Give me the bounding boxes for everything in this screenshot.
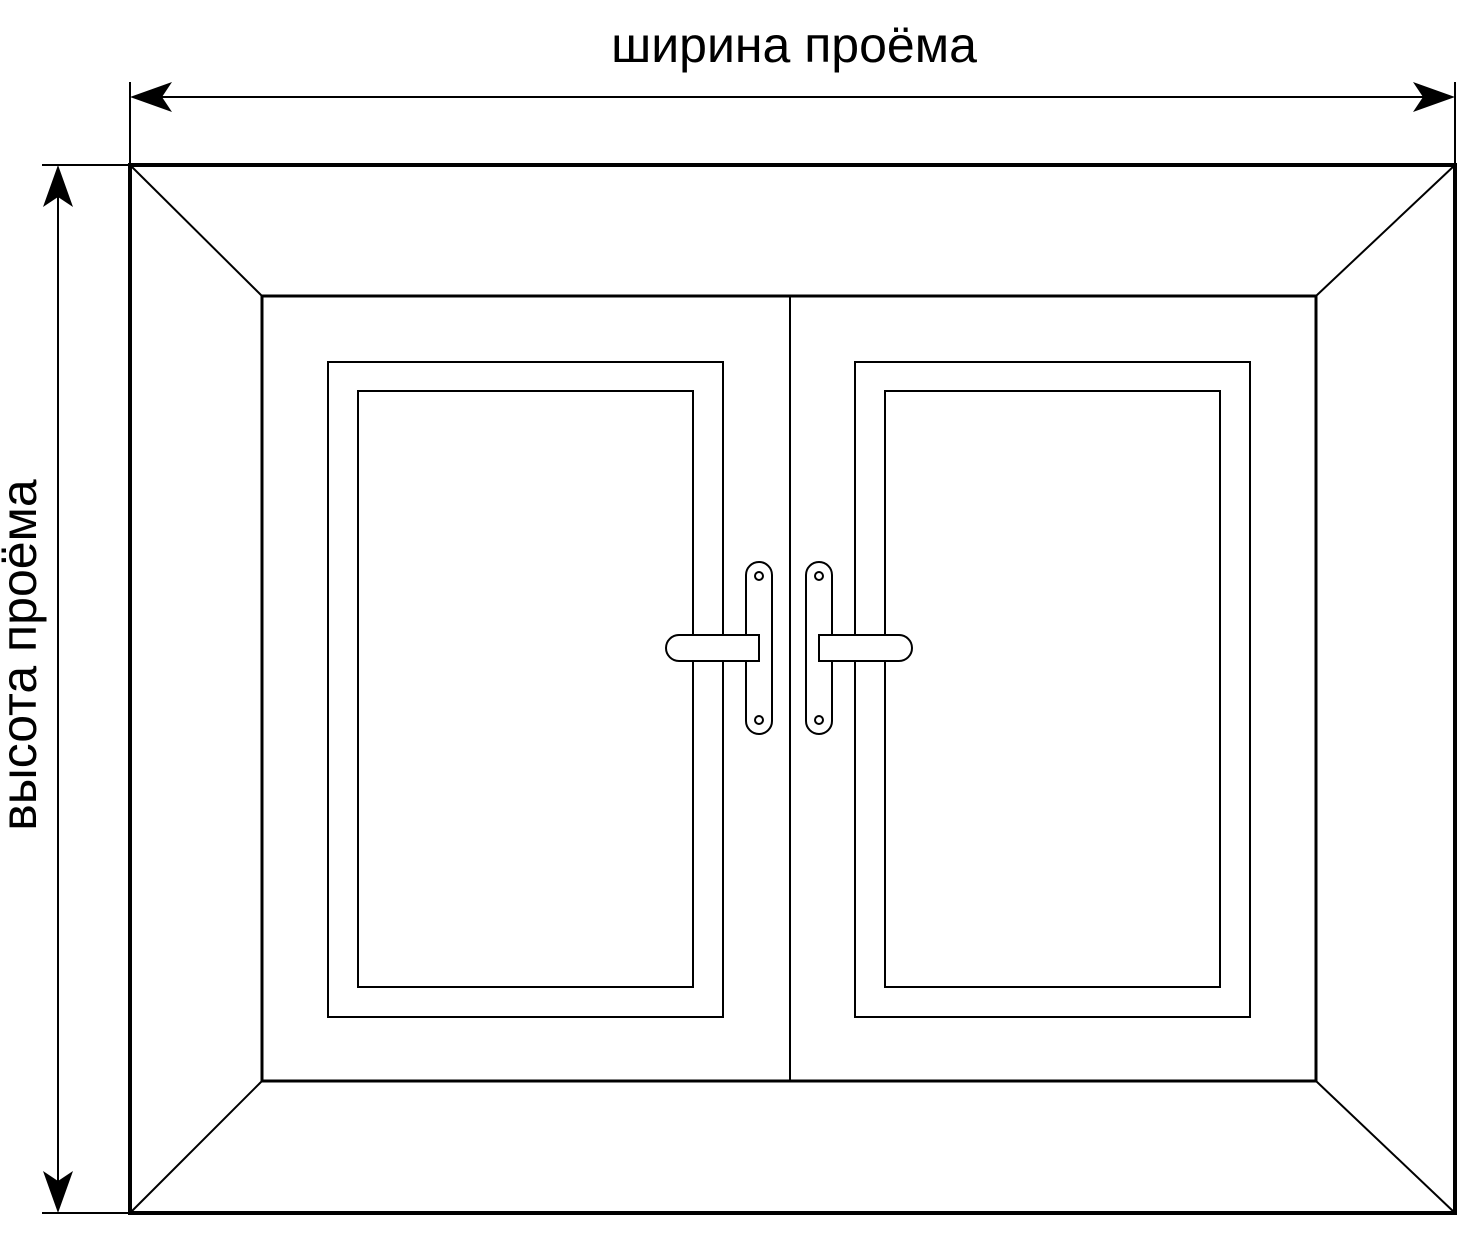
arrow-right-icon (1413, 82, 1455, 112)
bevel-bottom-left (129, 1080, 263, 1214)
height-label: высота проёма (0, 479, 47, 831)
left-sash-outline (327, 361, 724, 1018)
left-handle-screw-top (754, 571, 764, 581)
right-glass-pane (884, 390, 1221, 988)
bevel-bottom-right (1315, 1080, 1456, 1214)
window-frame (260, 294, 1318, 1083)
arrow-down-icon (43, 1171, 73, 1213)
bevel-top-right (1315, 164, 1456, 297)
width-dimension: ширина проёма (129, 17, 1456, 165)
left-handle-lever (665, 634, 760, 662)
right-handle (805, 561, 913, 735)
opening-outline (128, 163, 1457, 1215)
width-label: ширина проёма (611, 17, 977, 73)
arrow-up-icon (43, 165, 73, 207)
arrow-left-icon (130, 82, 172, 112)
right-sash-outline (854, 361, 1251, 1018)
left-handle (665, 561, 773, 735)
right-handle-screw-bottom (814, 715, 824, 725)
window-opening (128, 163, 1457, 1215)
left-sash (327, 361, 724, 1018)
bevel-top-left (129, 164, 263, 297)
right-handle-lever (818, 634, 913, 662)
right-sash (854, 361, 1251, 1018)
left-handle-screw-bottom (754, 715, 764, 725)
right-handle-screw-top (814, 571, 824, 581)
height-dimension: высота проёма (0, 164, 130, 1214)
left-glass-pane (357, 390, 694, 988)
